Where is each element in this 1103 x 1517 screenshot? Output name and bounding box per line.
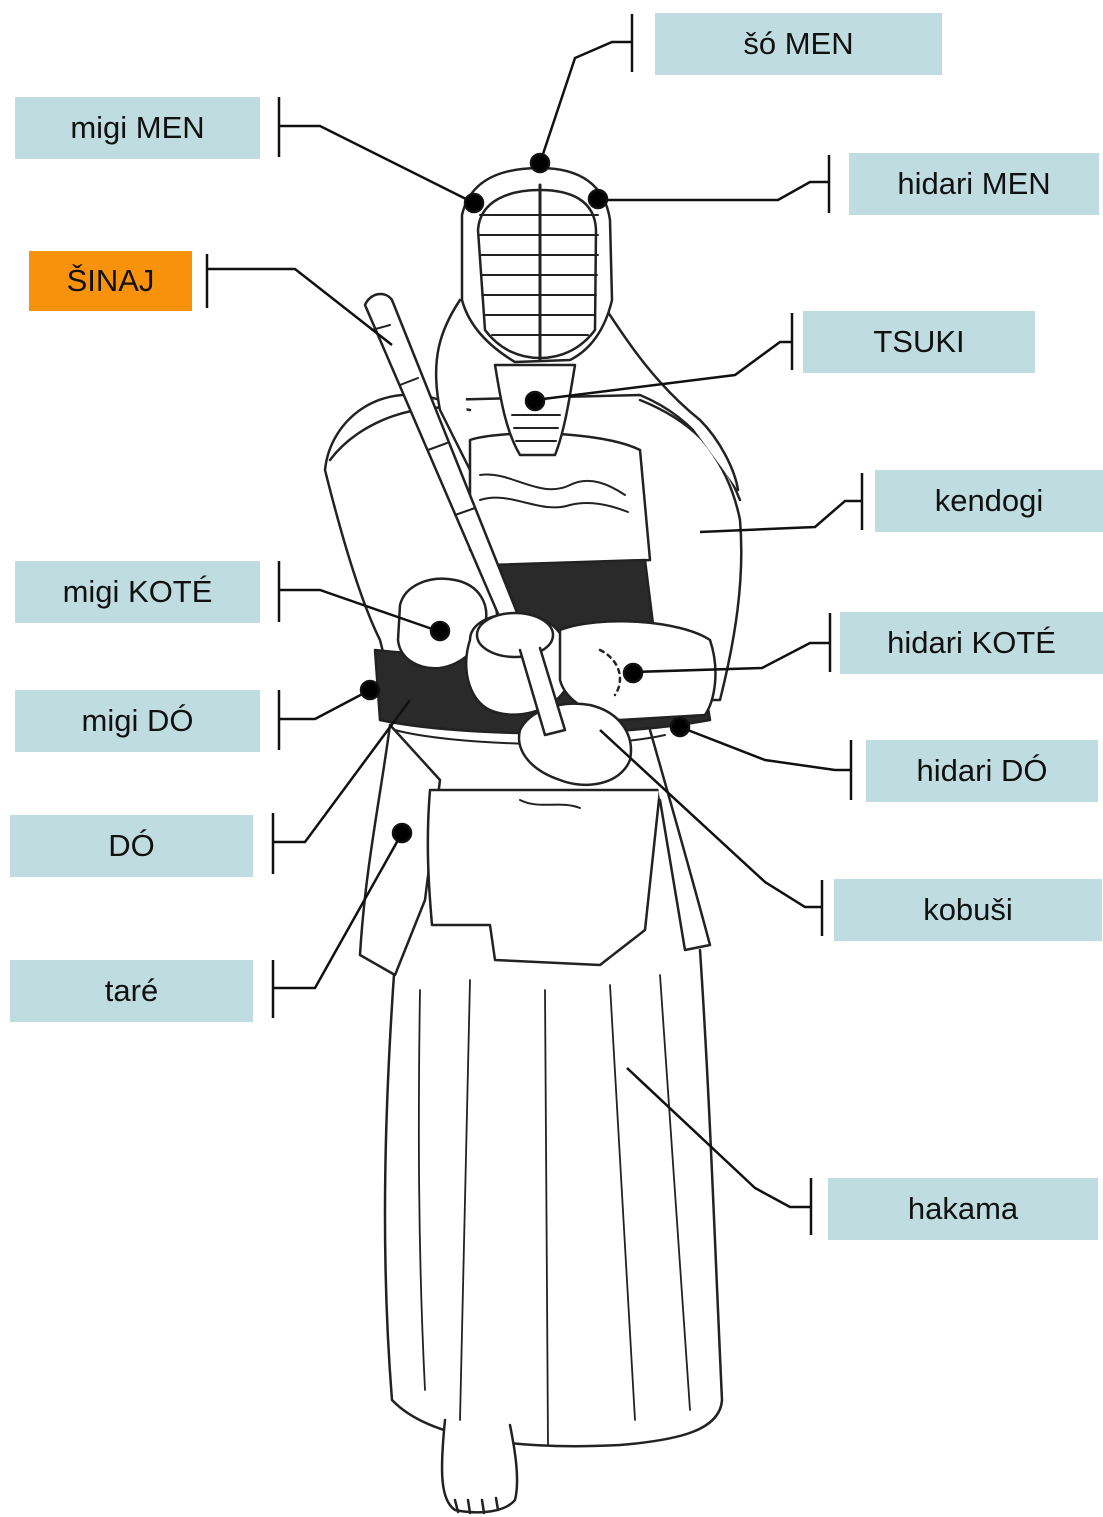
leader-hidari-kote	[633, 643, 830, 672]
leader-so-men	[540, 42, 632, 163]
dot-migi-kote	[431, 622, 449, 640]
dot-hidari-do	[671, 718, 689, 736]
label-hidari-men: hidari MEN	[849, 153, 1099, 215]
dot-migi-do	[361, 681, 379, 699]
leader-shinai	[207, 269, 392, 345]
dot-so-men	[531, 154, 549, 172]
label-tsuki: TSUKI	[803, 311, 1035, 373]
dot-tare	[393, 824, 411, 842]
leader-migi-do	[279, 690, 370, 719]
leader-tsuki	[535, 342, 792, 400]
leader-kendogi	[700, 501, 862, 532]
label-hidari-do: hidari DÓ	[866, 740, 1098, 802]
label-kobushi: kobuši	[834, 879, 1102, 941]
dot-migi-men	[465, 194, 483, 212]
leader-hakama	[627, 1068, 811, 1207]
leader-migi-kote	[279, 590, 438, 631]
label-do: DÓ	[10, 815, 253, 877]
label-hidari-kote: hidari KOTÉ	[840, 612, 1103, 674]
dot-hidari-men	[589, 190, 607, 208]
label-hakama: hakama	[828, 1178, 1098, 1240]
dot-tsuki	[526, 392, 544, 410]
leader-do	[273, 700, 410, 842]
leader-hidari-men	[598, 182, 829, 200]
label-shinai: ŠINAJ	[29, 251, 192, 311]
label-so-men: šó MEN	[655, 13, 942, 75]
label-migi-men: migi MEN	[15, 97, 260, 159]
dot-hidari-kote	[624, 664, 642, 682]
label-kendogi: kendogi	[875, 470, 1103, 532]
leader-hidari-do	[680, 727, 851, 770]
leader-tare	[273, 833, 402, 988]
label-tare: taré	[10, 960, 253, 1022]
label-migi-kote: migi KOTÉ	[15, 561, 260, 623]
label-migi-do: migi DÓ	[15, 690, 260, 752]
leader-migi-men	[279, 126, 474, 203]
leader-kobushi	[600, 730, 822, 907]
